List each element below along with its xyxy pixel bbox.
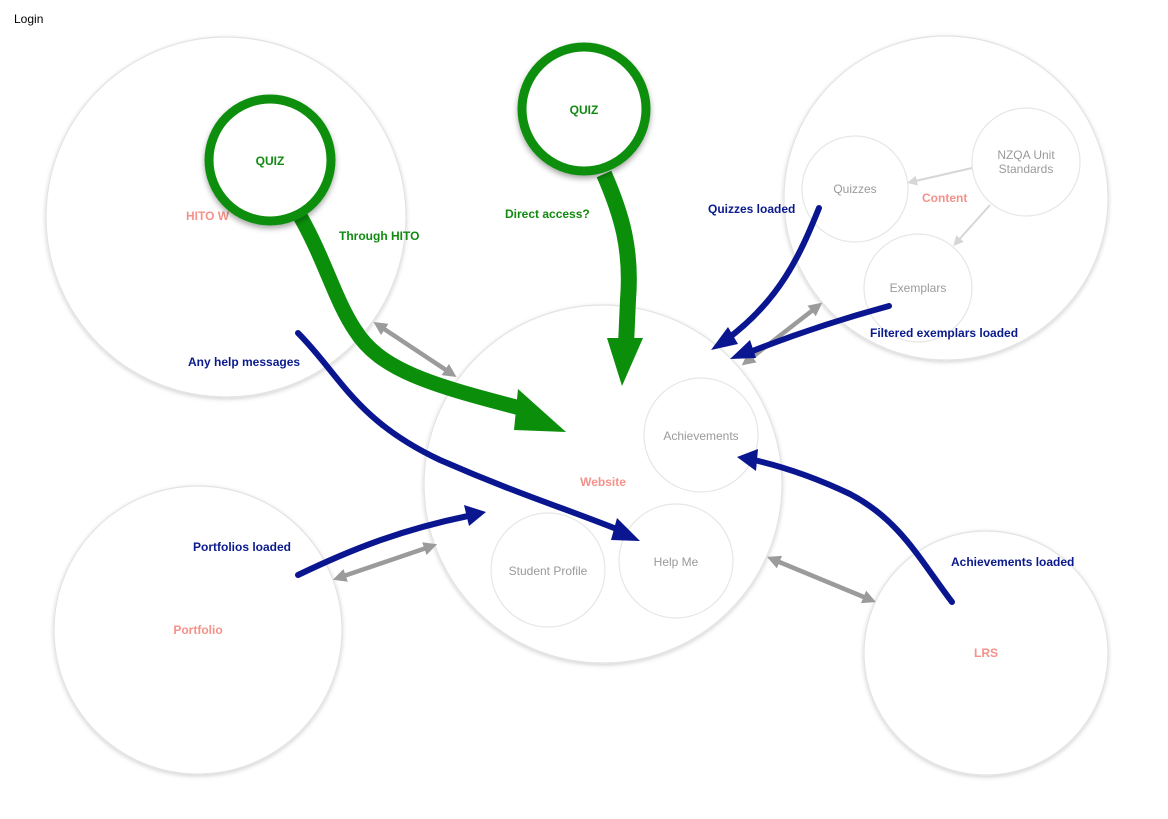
help-me-label: Help Me: [654, 555, 699, 569]
content-website-sync-arrow: [741, 302, 823, 366]
lrs-node: LRS: [863, 530, 1109, 776]
filtered-exemplars-label: Filtered exemplars loaded: [870, 326, 1018, 340]
achievements-loaded-arrow: [737, 449, 955, 605]
achievements-node[interactable]: Achievements: [643, 377, 759, 493]
quiz-through-hito-arrow: [293, 212, 566, 432]
portfolio-website-sync-arrow: [332, 542, 438, 582]
any-help-messages-label: Any help messages: [188, 355, 300, 369]
hito-label: HITO W: [186, 209, 230, 223]
quizzes-node[interactable]: Quizzes: [801, 135, 909, 243]
nzqa-label-line1: NZQA Unit: [997, 148, 1055, 162]
portfolio-node: Portfolio: [53, 485, 343, 775]
exemplars-node[interactable]: Exemplars: [863, 233, 973, 343]
content-label: Content: [922, 191, 967, 205]
nzqa-node[interactable]: NZQA Unit Standards: [971, 107, 1081, 217]
portfolio-label: Portfolio: [173, 623, 222, 637]
portfolios-loaded-arrow: [295, 505, 486, 578]
achievements-loaded-label: Achievements loaded: [951, 555, 1074, 569]
quiz-direct-label: QUIZ: [570, 103, 599, 117]
lrs-website-sync-arrow: [767, 555, 876, 604]
student-profile-node[interactable]: Student Profile: [490, 512, 606, 628]
achievements-label: Achievements: [663, 429, 738, 443]
direct-access-label: Direct access?: [505, 207, 590, 221]
nzqa-label-line2: Standards: [999, 162, 1054, 176]
quiz-hito-node[interactable]: QUIZ: [204, 94, 336, 226]
filtered-exemplars-arrow: [730, 303, 892, 359]
quiz-direct-node[interactable]: QUIZ: [517, 42, 651, 176]
website-node: Website Achievements Student Profile Hel…: [423, 304, 783, 664]
student-profile-label: Student Profile: [509, 564, 588, 578]
quiz-hito-label: QUIZ: [256, 154, 285, 168]
through-hito-label: Through HITO: [339, 229, 419, 243]
login-link[interactable]: Login: [14, 12, 44, 26]
hito-website-sync-arrow: [373, 322, 457, 377]
quizzes-loaded-arrow: [711, 205, 822, 350]
hito-node: HITO W: [45, 36, 407, 398]
nzqa-to-exemplars-arrow: [953, 204, 991, 246]
nzqa-to-quizzes-arrow: [907, 167, 973, 186]
quiz-direct-arrow: [596, 170, 643, 386]
content-node: Content Quizzes NZQA Unit Standards Exem…: [783, 35, 1109, 361]
portfolios-loaded-label: Portfolios loaded: [193, 540, 291, 554]
help-messages-arrow: [295, 330, 640, 541]
website-label: Website: [580, 475, 626, 489]
exemplars-label: Exemplars: [890, 281, 947, 295]
quizzes-label: Quizzes: [833, 182, 876, 196]
quizzes-loaded-label: Quizzes loaded: [708, 202, 795, 216]
help-me-node[interactable]: Help Me: [618, 503, 734, 619]
lrs-label: LRS: [974, 646, 998, 660]
